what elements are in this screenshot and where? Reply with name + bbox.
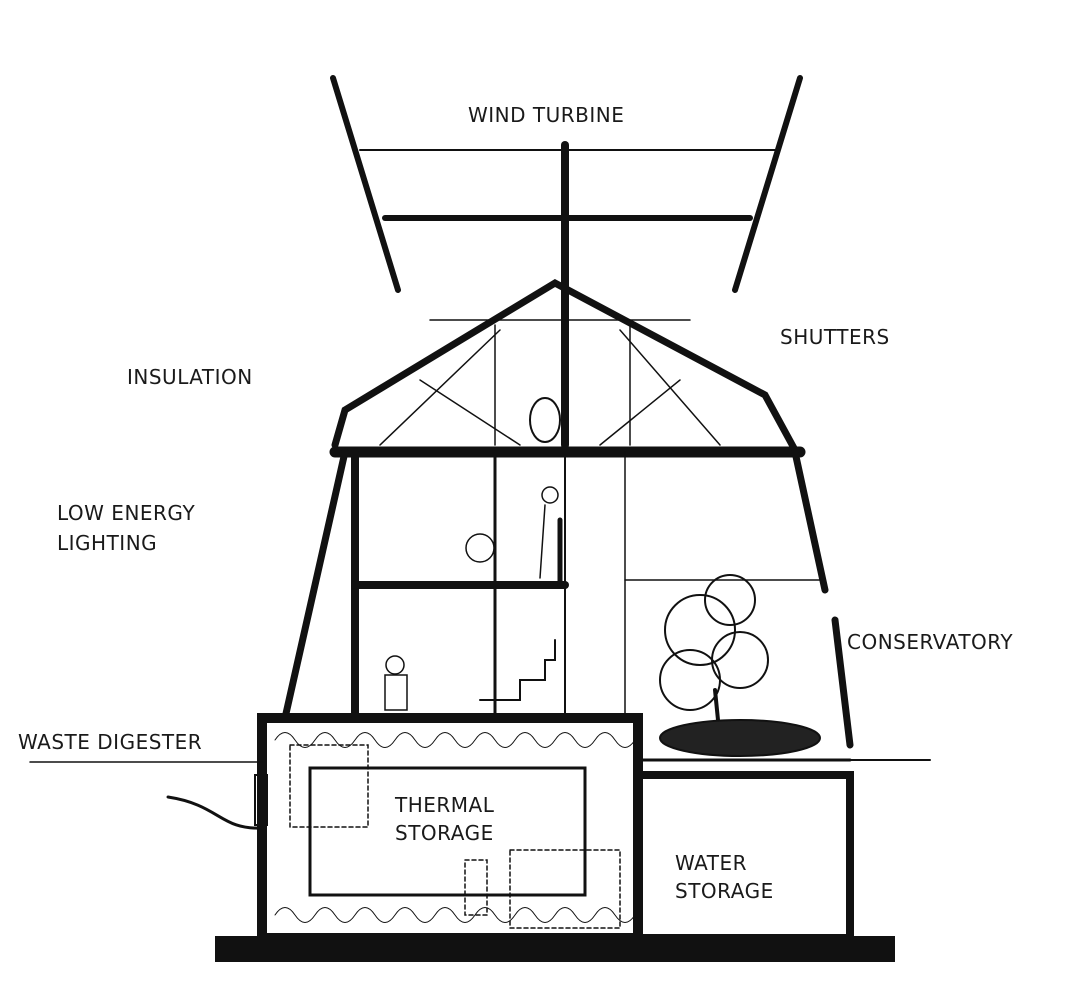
label-shutters: SHUTTERS bbox=[780, 325, 890, 349]
label-conservatory: CONSERVATORY bbox=[847, 630, 1014, 654]
label-low-energy-lighting: LOW ENERGY LIGHTING bbox=[57, 499, 195, 557]
label-insulation: INSULATION bbox=[127, 365, 253, 389]
label-thermal-storage: THERMAL STORAGE bbox=[395, 791, 494, 847]
label-line: THERMAL bbox=[395, 793, 495, 817]
label-line: LIGHTING bbox=[57, 531, 158, 555]
label-line: STORAGE bbox=[395, 821, 494, 845]
label-waste-digester: WASTE DIGESTER bbox=[18, 730, 203, 754]
label-line: WATER bbox=[675, 851, 748, 875]
label-wind-turbine: WIND TURBINE bbox=[468, 103, 625, 127]
label-water-storage: WATER STORAGE bbox=[675, 849, 774, 905]
conservatory-tree bbox=[659, 574, 821, 757]
house-structure bbox=[281, 446, 854, 749]
roof-drawing bbox=[331, 278, 799, 454]
label-line: STORAGE bbox=[675, 879, 774, 903]
waste-digester-drawing bbox=[29, 761, 268, 830]
wind-turbine-drawing bbox=[330, 75, 803, 449]
ground-slab bbox=[215, 936, 895, 962]
label-line: LOW ENERGY bbox=[57, 501, 196, 525]
